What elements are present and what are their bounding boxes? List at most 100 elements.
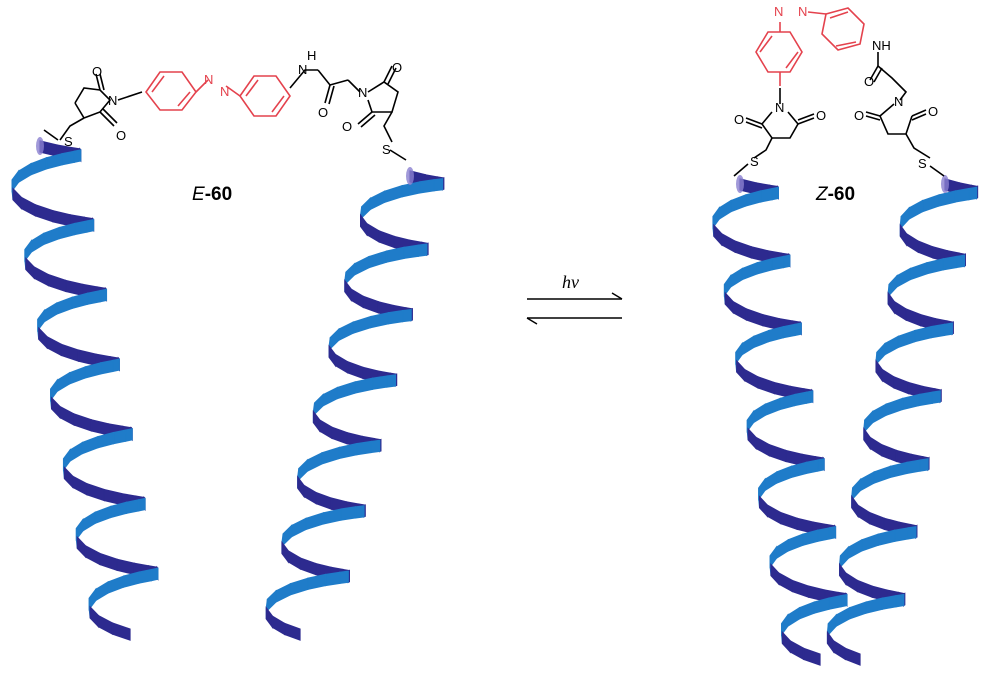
e-right-helix-segment — [370, 312, 389, 329]
z-left-helix-segment — [767, 325, 784, 343]
z-left-helix-segment — [779, 393, 796, 411]
z-left-helix-segment — [750, 246, 769, 263]
e-right-helix-segment — [360, 213, 368, 237]
e-left-helix-segment — [65, 279, 84, 297]
z-atom-o-left-2: O — [816, 108, 826, 123]
z-atom-o-right-2: O — [928, 104, 938, 119]
e-left-helix-segment — [46, 335, 62, 357]
z-left-helix-segment — [780, 511, 798, 531]
helix-z-right — [826, 175, 979, 666]
e-left-helix-segment — [12, 187, 22, 210]
z-right-helix-segment — [851, 494, 859, 519]
z-left-helix-segment — [736, 359, 746, 383]
e-right-helix-segment — [345, 262, 356, 285]
z-left-helix-segment — [770, 563, 780, 586]
z-left-helix-segment — [771, 186, 779, 201]
e-right-helix-cysteine-marker — [406, 167, 414, 185]
z-left-helix-segment — [798, 601, 815, 620]
e-right-helix-segment — [291, 517, 307, 538]
e-right-helix-segment — [336, 381, 356, 400]
z-s-bond-left — [733, 163, 749, 177]
z-left-helix-segment — [764, 471, 778, 492]
z-right-helix-segment — [887, 291, 895, 315]
z-left-helix-segment — [782, 323, 796, 339]
e-right-helix-segment — [433, 178, 444, 192]
e-right-helix-segment — [319, 418, 333, 440]
z-atom-s-left: S — [750, 154, 759, 169]
z-isomer-crosslinker — [745, 52, 931, 159]
e-right-helix-segment — [321, 446, 340, 465]
e-right-helix-segment — [346, 360, 364, 380]
e-left-helix-segment — [99, 552, 118, 572]
z-right-helix-segment — [938, 190, 957, 207]
e-right-helix-segment — [338, 321, 354, 342]
z-left-helix-segment — [776, 465, 793, 484]
z-right-helix-segment — [943, 322, 953, 337]
z-right-helix-segment — [864, 410, 874, 433]
e-left-helix-segment — [34, 204, 54, 223]
e-right-helix-segment — [354, 377, 374, 394]
e-right-helix-segment — [287, 549, 301, 571]
z-left-helix-segment — [790, 461, 807, 479]
z-left-helix-segment — [759, 187, 773, 203]
e-left-helix-cysteine-marker — [36, 137, 44, 155]
e-right-helix-segment — [303, 484, 317, 505]
z-left-helix-segment — [756, 258, 773, 275]
e-left-helix-segment — [112, 358, 120, 373]
z-left-helix-segment — [794, 322, 802, 337]
e-right-helix-segment — [298, 458, 308, 481]
e-left-helix-segment — [99, 288, 108, 303]
z-right-helix-segment — [894, 527, 909, 542]
z-right-helix-segment — [905, 232, 919, 254]
z-left-helix-segment — [732, 300, 748, 321]
z-right-helix-segment — [901, 393, 920, 411]
z-right-helix-segment — [926, 258, 944, 275]
z-right-helix-segment — [839, 545, 849, 569]
e-atom-n-imide: N — [108, 93, 117, 108]
z-left-helix-segment — [794, 391, 808, 407]
e-s-bond-right — [389, 149, 407, 161]
e-left-helix-segment — [56, 371, 71, 393]
z-left-helix-segment — [791, 579, 810, 598]
z-right-helix-segment — [906, 459, 921, 475]
e-left-helix-segment — [68, 366, 86, 385]
z-right-helix-segment — [907, 525, 917, 540]
e-right-helix-segment — [289, 577, 309, 596]
e-right-helix-segment — [305, 512, 325, 531]
z-left-helix-segment — [766, 504, 782, 525]
e-left-helix-segment — [97, 614, 114, 636]
z-right-helix-segment — [909, 261, 928, 281]
z-right-helix-segment — [845, 571, 858, 593]
e-atom-o-bottom-2: O — [342, 119, 352, 134]
z-right-helix-segment — [954, 187, 970, 203]
z-right-helix-segment — [931, 390, 941, 404]
e-right-helix-segment — [362, 295, 380, 314]
z-60-label: Z-60 — [815, 184, 855, 205]
e-right-helix-segment — [299, 557, 317, 576]
z-right-helix-segment — [826, 630, 835, 654]
z-left-helix-segment — [778, 572, 793, 593]
z-right-helix-segment — [918, 391, 933, 407]
z-right-helix-segment — [956, 254, 966, 269]
equilibrium-arrows — [526, 292, 623, 325]
e-left-helix-segment — [61, 150, 75, 166]
z-right-helix-segment — [900, 206, 910, 229]
e-left-helix-segment — [47, 273, 67, 293]
e-left-helix-segment — [112, 429, 127, 445]
z-azobenzene — [755, 7, 865, 86]
z-right-helix-segment — [884, 335, 899, 356]
z-left-helix-segment — [775, 538, 789, 560]
e-right-helix-segment — [324, 571, 341, 587]
e-left-helix-segment — [90, 419, 110, 436]
z-right-helix-segment — [875, 359, 883, 383]
e-right-helix-segment — [417, 243, 428, 257]
z-right-helix-segment — [868, 511, 885, 531]
z-left-helix-segment — [817, 527, 830, 542]
e-left-helix-segment — [122, 571, 140, 588]
e-left-helix-segment — [73, 149, 82, 164]
z-right-helix-segment — [876, 342, 886, 365]
z-right-helix-segment — [899, 223, 908, 247]
z-left-helix-segment — [752, 403, 766, 424]
z-left-helix-segment — [802, 529, 819, 546]
z-right-helix-segment — [852, 477, 862, 501]
